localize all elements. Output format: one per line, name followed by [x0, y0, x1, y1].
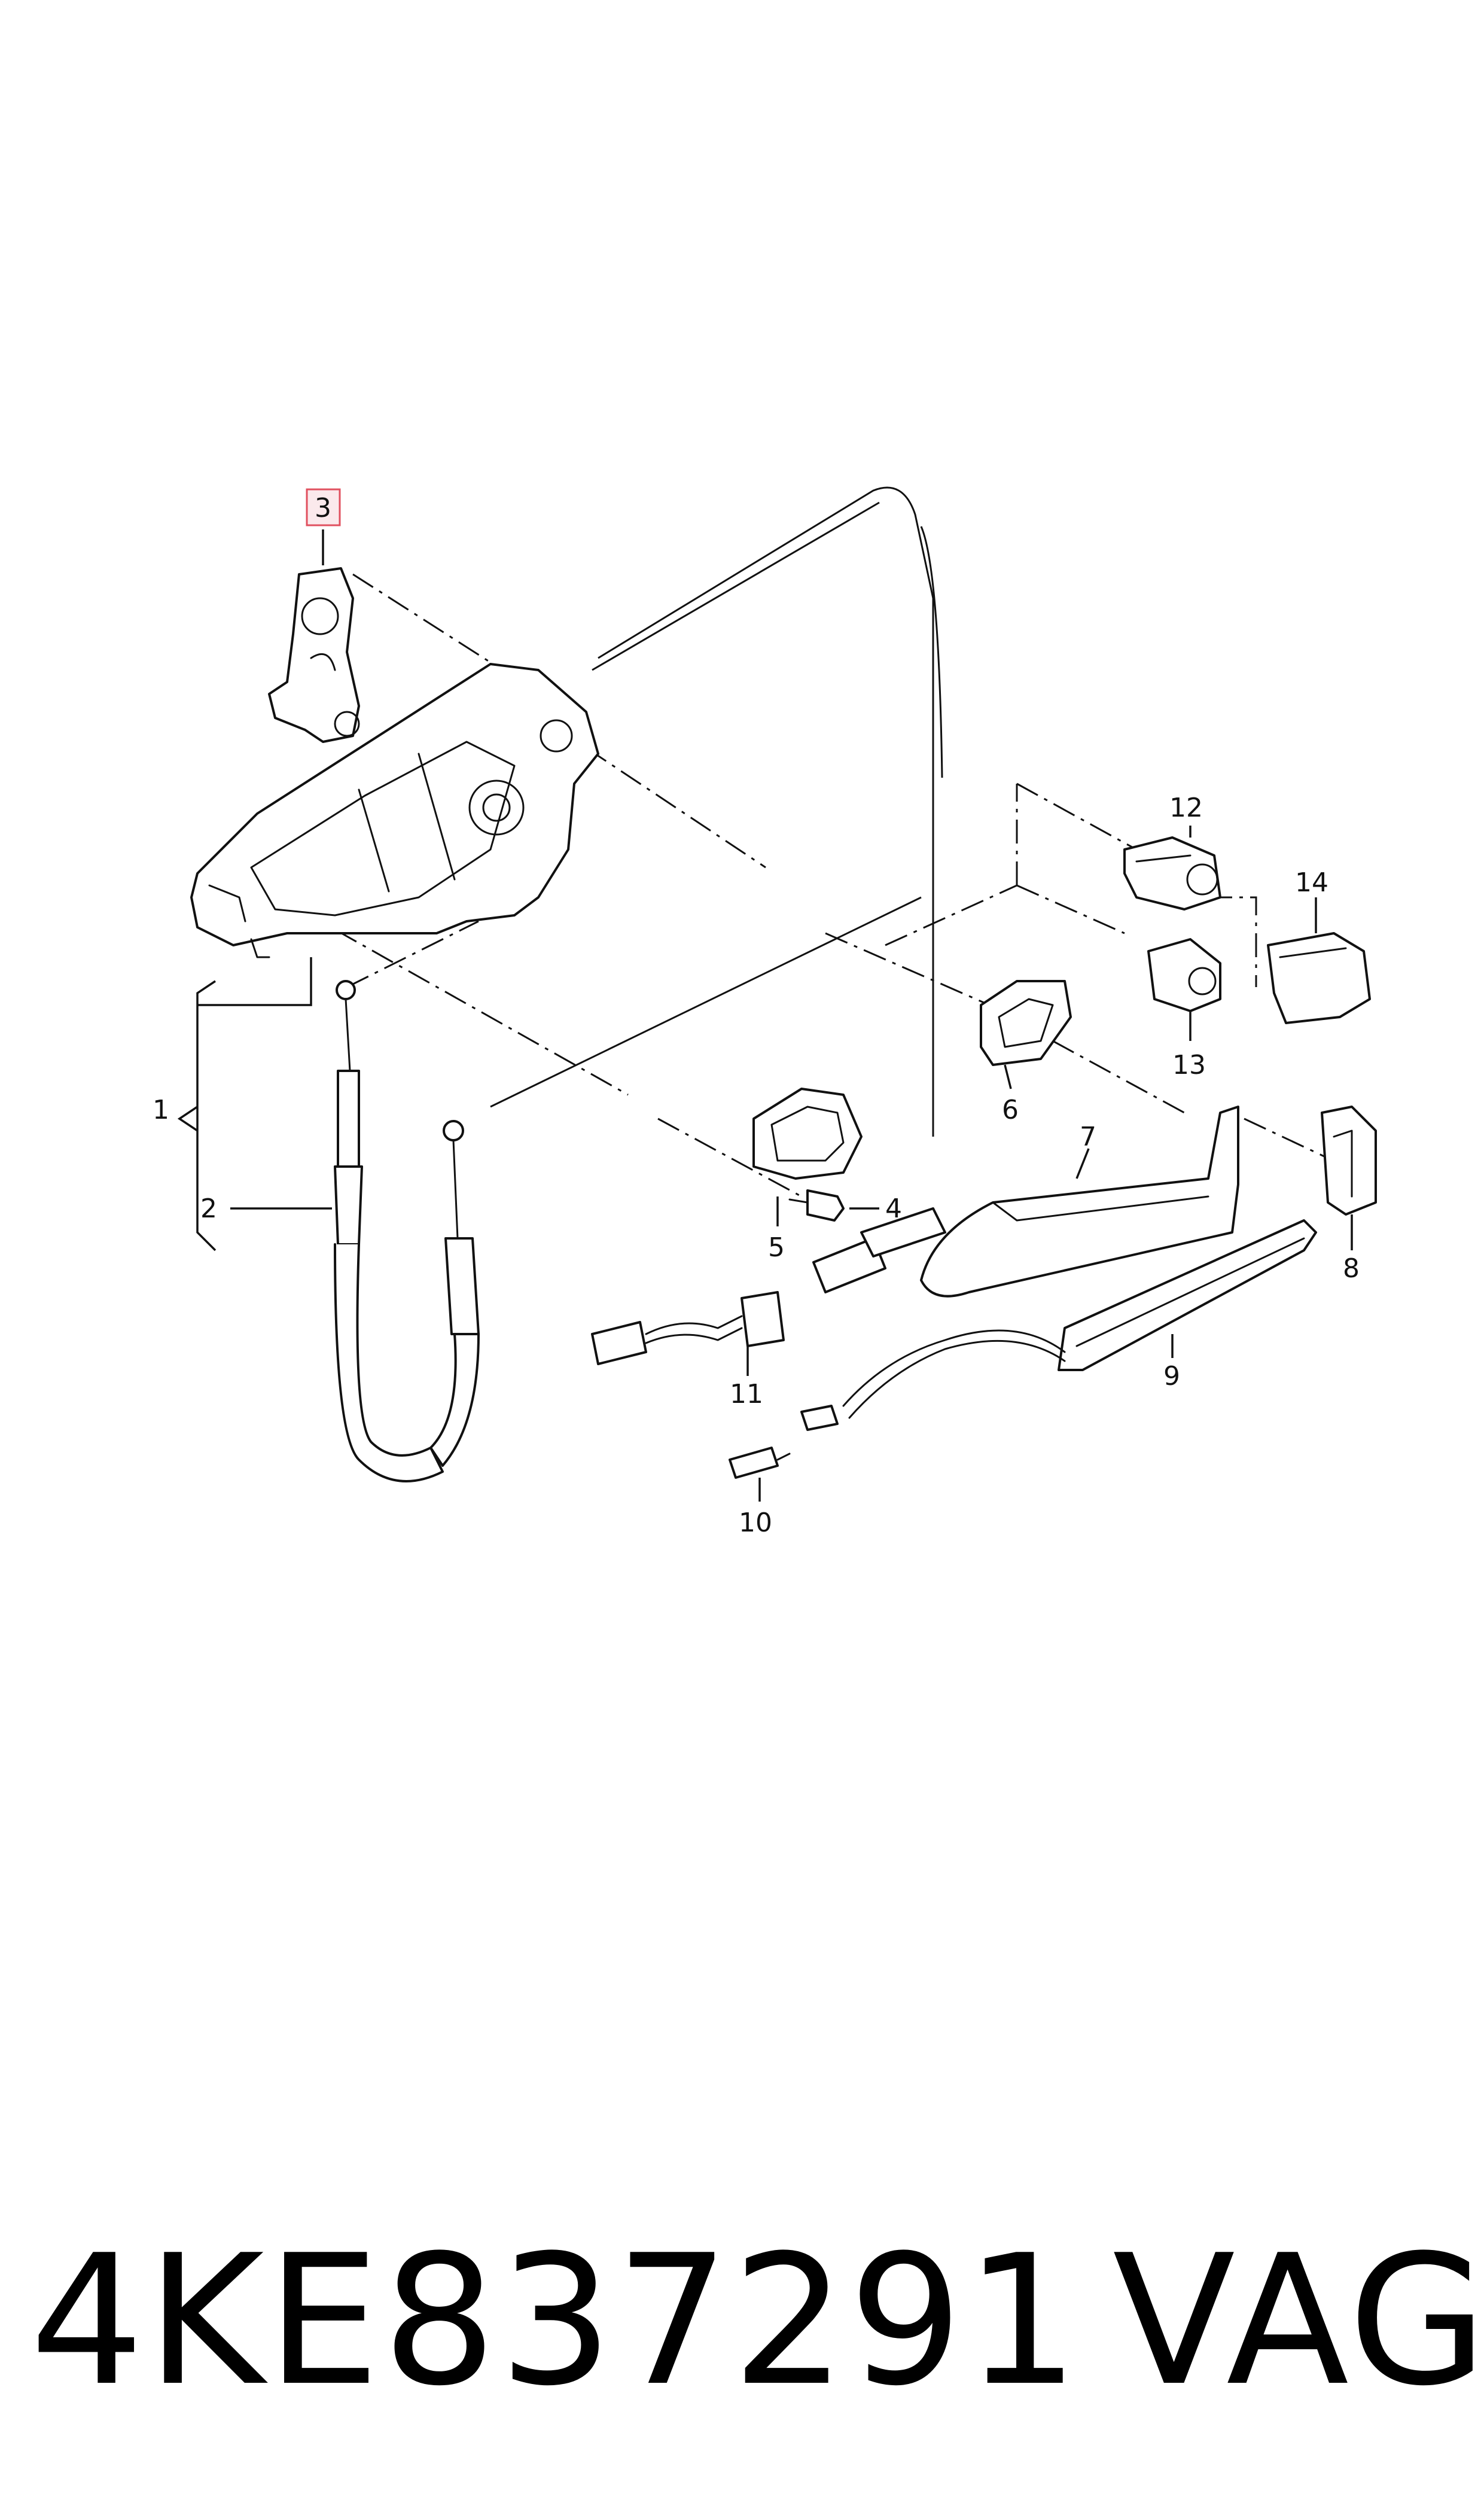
- screw-part: [788, 1189, 845, 1222]
- callout-1: 1: [153, 1095, 169, 1125]
- callout-8: 8: [1343, 1253, 1360, 1284]
- end-cap-part: [1321, 1106, 1377, 1216]
- callout-5: 5: [768, 1232, 785, 1263]
- lock-cylinder-part: [1123, 836, 1221, 911]
- handle-electronics-part: [800, 1219, 1317, 1431]
- callout-labels: 1 2 3 4 5 6 7 8 9 10 11 12 13 14: [153, 493, 1360, 1538]
- door-panel-outline: [490, 486, 943, 1137]
- bowden-cables-part: [334, 980, 480, 1482]
- cover-cap-part: [1267, 932, 1371, 1024]
- callout-14: 14: [1295, 867, 1328, 898]
- trim-seal-part: [980, 980, 1072, 1066]
- callout-13: 13: [1172, 1050, 1206, 1080]
- connector-part: [729, 1447, 791, 1479]
- handle-bracket-part: [190, 663, 599, 958]
- lock-carrier-part: [268, 567, 360, 743]
- leader-lines: [177, 529, 1353, 1502]
- callout-9: 9: [1163, 1361, 1180, 1392]
- seal-gasket-part: [752, 1088, 863, 1180]
- wiring-harness-part: [591, 1207, 946, 1365]
- callout-11: 11: [730, 1379, 763, 1409]
- callout-2: 2: [200, 1193, 217, 1224]
- part-number: 4KE837291: [30, 2216, 1082, 2425]
- callout-3: 3: [315, 493, 331, 523]
- exploded-parts-diagram: 1 2 3 4 5 6 7 8 9 10 11 12 13 14: [153, 486, 1377, 1538]
- door-handle-part: [920, 1106, 1239, 1298]
- lock-cylinder-alt-part: [1147, 938, 1221, 1012]
- callout-7: 7: [1080, 1122, 1096, 1152]
- brand-name: VAG: [1113, 2216, 1484, 2425]
- footer: 4KE837291 VAG: [0, 2213, 1484, 2429]
- callout-4: 4: [885, 1193, 902, 1224]
- highlighted-callout-box: [306, 488, 341, 526]
- callout-10: 10: [739, 1508, 772, 1538]
- callout-12: 12: [1169, 793, 1203, 823]
- callout-6: 6: [1002, 1095, 1019, 1125]
